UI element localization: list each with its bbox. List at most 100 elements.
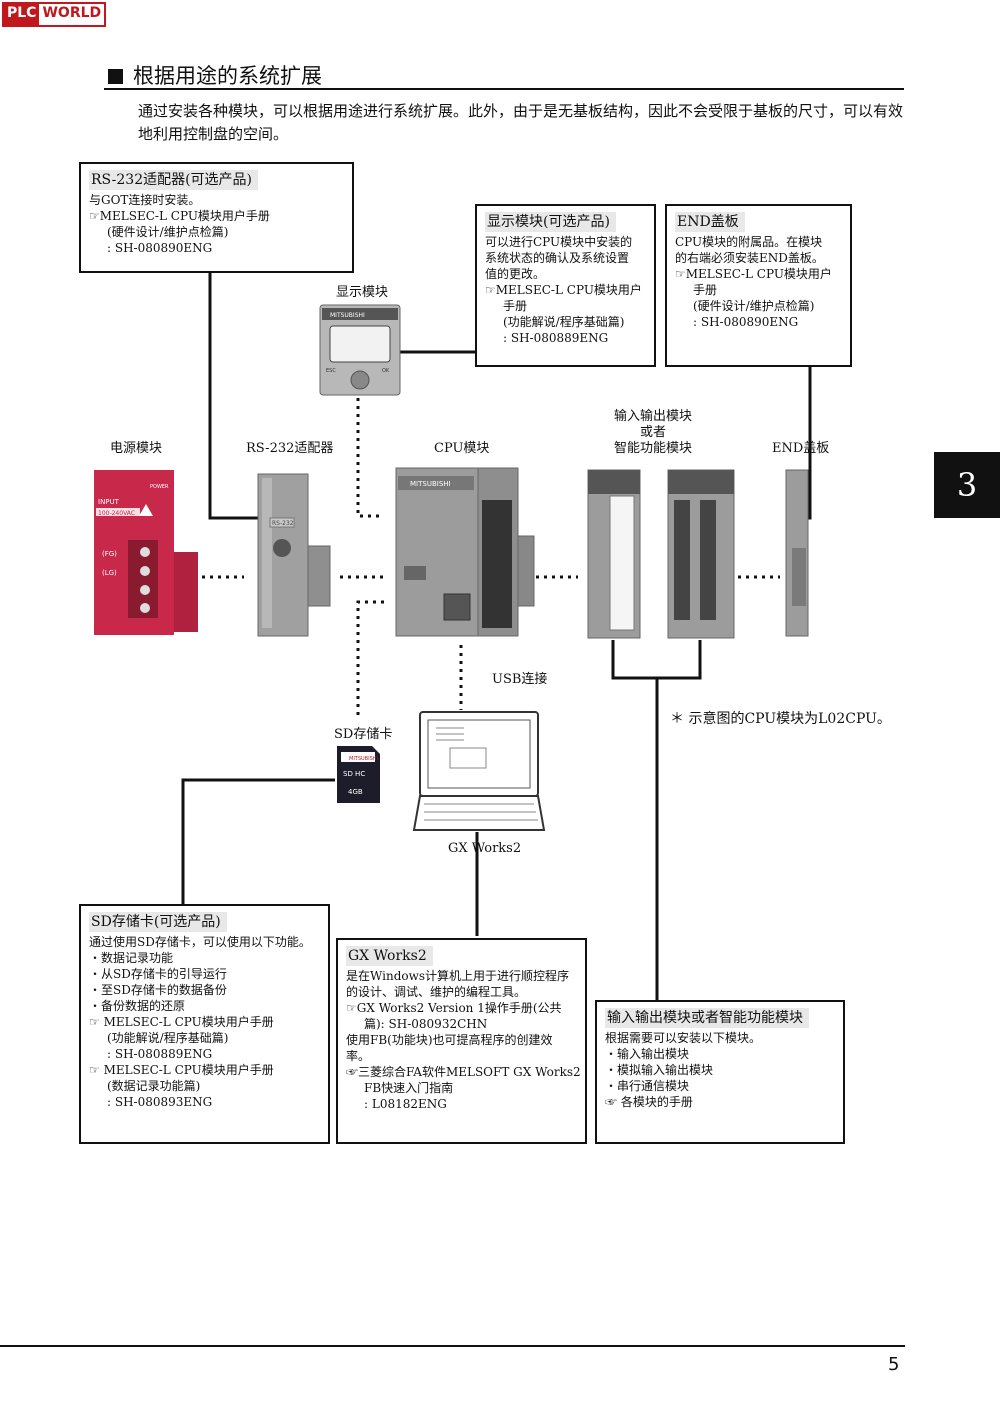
cpu-brand-text: MITSUBISHI [410,480,451,488]
sd-capacity-text: 4GB [348,788,363,796]
box-line: 使用FB(功能块)也可提高程序的创建效 [346,1033,553,1047]
dotted-connectors [202,398,780,718]
box-line: FB快速入门指南 [364,1081,454,1095]
io-module-label-line2: 或者 [640,425,667,440]
page-number: 5 [888,1354,900,1375]
box-line: CPU模块的附属品。在模块 [675,235,823,249]
box-line: 手册 [693,283,718,297]
box-line: (数据记录功能篇) [107,1079,201,1093]
io-module-box-title: 输入输出模块或者智能功能模块 [605,1008,809,1028]
power-voltage-text: 100-240VAC [98,510,135,517]
display-info-box: 显示模块(可选产品) 可以进行CPU模块中安装的 系统状态的确认及系统设置 值的… [475,204,656,367]
chapter-tab: 3 [934,452,1000,518]
io-module-image-2 [667,469,735,639]
box-line: (功能解说/程序基础篇) [107,1031,229,1045]
rs232-adapter-label: RS-232适配器 [246,441,334,456]
logo-part2: WORLD [39,4,105,25]
lg-text: (LG) [102,569,117,577]
gx-works2-info-box: GX Works2 是在Windows计算机上用于进行顺控程序 的设计、调试、维… [336,938,587,1144]
plcworld-logo: PLC WORLD [2,2,107,27]
manual-reference: ☞MELSEC-L CPU模块用户 [675,267,832,281]
intro-paragraph: 通过安装各种模块，可以根据用途进行系统扩展。此外，由于是无基板结构，因此不会受限… [138,102,904,143]
cpu-module-image: MITSUBISHI [395,467,535,637]
gx-works2-box-title: GX Works2 [346,946,433,966]
manual-number: : SH-080890ENG [107,241,213,255]
box-line: (功能解说/程序基础篇) [503,315,625,329]
sd-brand-text: MITSUBISHI [349,756,378,762]
section-heading: 根据用途的系统扩展 [108,60,322,90]
bullet-item: ・模拟输入输出模块 [605,1063,714,1077]
rs232-info-box: RS-232适配器(可选产品) 与GOT连接时安装。 ☞MELSEC-L CPU… [79,162,354,273]
box-line: 可以进行CPU模块中安装的 [485,235,633,249]
power-input-text: INPUT [98,498,120,506]
heading-rule [104,88,904,90]
power-module-image: INPUT 100-240VAC POWER (FG) (LG) [94,470,198,635]
manual-number: : SH-080889ENG [107,1047,213,1061]
box-line: 率。 [346,1049,371,1063]
box-line: (硬件设计/维护点检篇) [693,299,815,313]
manual-reference: ☞ MELSEC-L CPU模块用户手册 [89,1063,274,1077]
manual-number: : L08182ENG [364,1097,447,1111]
bullet-item: ・串行通信模块 [605,1079,690,1093]
manual-number: 篇): SH-080932CHN [364,1017,488,1031]
square-bullet-icon [108,69,123,84]
display-box-title: 显示模块(可选产品) [485,212,616,232]
sd-card-label: SD存储卡 [334,727,393,742]
manual-reference: ☞MELSEC-L CPU模块用户 [485,283,642,297]
manual-reference: ☞三菱综合FA软件MELSOFT GX Works2 [346,1065,581,1079]
schematic-note: ＊ 示意图的CPU模块为L02CPU。 [670,711,891,727]
box-line: 手册 [503,299,528,313]
sd-card-box-title: SD存储卡(可选产品) [89,912,227,932]
bullet-item: ・数据记录功能 [89,951,174,965]
laptop-image [412,711,546,831]
rs232-adapter-image: RS-232 [257,473,331,637]
io-module-info-box: 输入输出模块或者智能功能模块 根据需要可以安装以下模块。 ・输入输出模块 ・模拟… [595,1000,845,1144]
ok-text: OK [382,368,390,374]
manual-reference: ☞ MELSEC-L CPU模块用户手册 [89,1015,274,1029]
bullet-item: ・输入输出模块 [605,1047,690,1061]
box-line: 的右端必须安装END盖板。 [675,251,824,265]
bullet-item: ・备份数据的还原 [89,999,186,1013]
manual-reference: ☞ 各模块的手册 [605,1095,693,1109]
box-line: 值的更改。 [485,267,546,281]
manual-reference: ☞GX Works2 Version 1操作手册(公共 [346,1001,562,1015]
end-cover-label: END盖板 [772,441,830,456]
manual-number: : SH-080893ENG [107,1095,213,1109]
box-line: (硬件设计/维护点检篇) [107,225,229,239]
io-module-label-line3: 智能功能模块 [614,441,693,456]
footer-rule [0,1345,905,1347]
box-line: 与GOT连接时安装。 [89,193,201,207]
end-cover-image [785,469,809,637]
io-module-image-1 [587,469,641,639]
logo-part1: PLC [4,4,40,25]
sd-type-text: SD HC [343,770,365,778]
display-module-image: MITSUBISHI ESC OK [319,304,401,396]
manual-number: : SH-080889ENG [503,331,609,345]
gx-works2-label: GX Works2 [448,841,522,856]
heading-text: 根据用途的系统扩展 [133,64,322,88]
end-cover-info-box: END盖板 CPU模块的附属品。在模块 的右端必须安装END盖板。 ☞MELSE… [665,204,852,367]
rs232-tag-text: RS-232 [272,520,294,527]
box-line: 根据需要可以安装以下模块。 [605,1031,762,1045]
sd-card-info-box: SD存储卡(可选产品) 通过使用SD存储卡，可以使用以下功能。 ・数据记录功能 … [79,904,330,1144]
cpu-module-label: CPU模块 [434,441,490,456]
bullet-item: ・至SD存储卡的数据备份 [89,983,227,997]
display-module-label: 显示模块 [336,285,389,300]
box-line: 通过使用SD存储卡，可以使用以下功能。 [89,935,311,949]
box-line: 是在Windows计算机上用于进行顺控程序 [346,969,570,983]
box-line: 系统状态的确认及系统设置 [485,251,630,265]
manual-number: : SH-080890ENG [693,315,799,329]
connector-lines [181,272,812,1000]
esc-text: ESC [326,368,336,374]
manual-reference: ☞MELSEC-L CPU模块用户手册 [89,209,270,223]
fg-text: (FG) [102,550,117,558]
bullet-item: ・从SD存储卡的引导运行 [89,967,227,981]
end-cover-box-title: END盖板 [675,212,745,232]
power-label-text: POWER [150,484,169,490]
io-module-label-line1: 输入输出模块 [614,409,693,424]
sd-card-image: MITSUBISHI SD HC 4GB [337,746,380,803]
display-brand-text: MITSUBISHI [330,312,365,319]
power-module-label: 电源模块 [110,441,163,456]
rs232-box-title: RS-232适配器(可选产品) [89,170,259,190]
